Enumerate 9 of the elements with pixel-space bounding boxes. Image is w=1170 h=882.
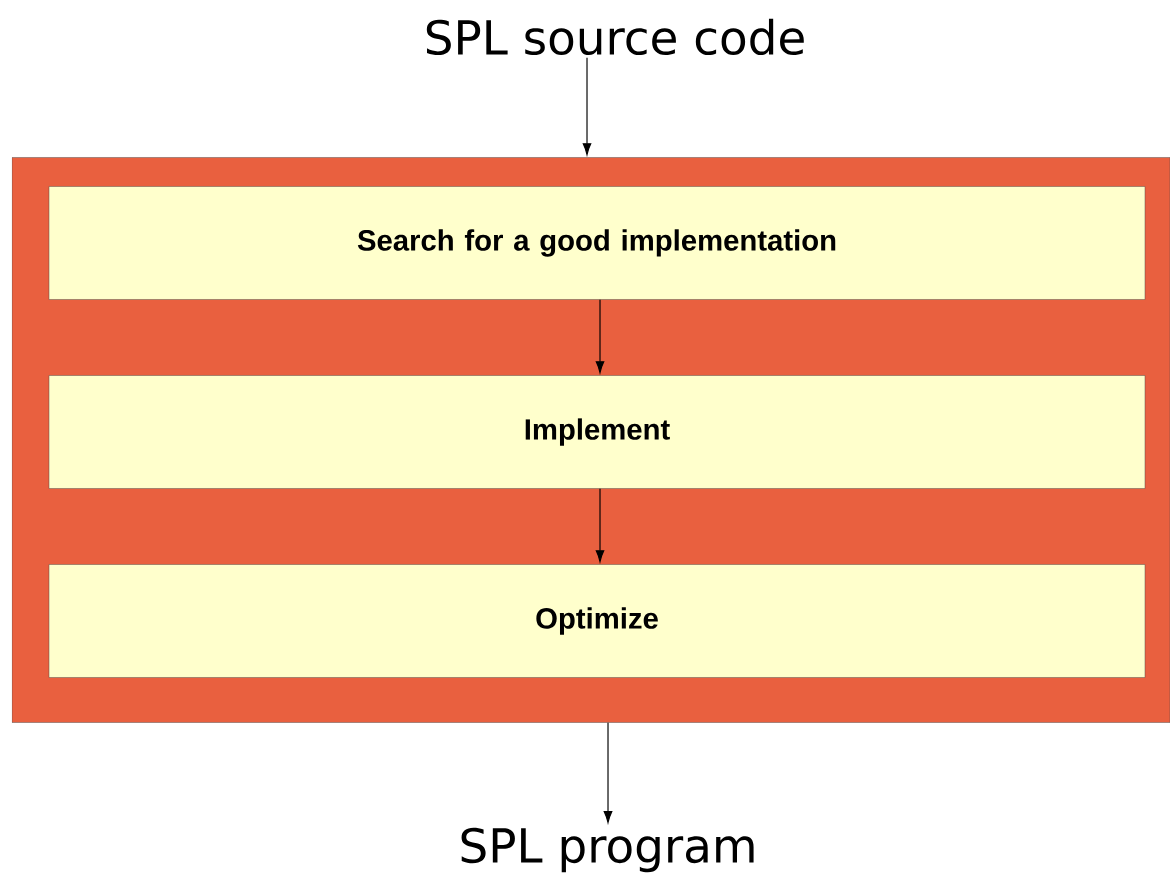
arrow [595, 488, 605, 563]
arrow [582, 57, 592, 156]
process-box: Implement [48, 375, 1146, 489]
output-label: SPL program [461, 827, 754, 873]
arrow [603, 722, 613, 824]
arrow [595, 299, 605, 374]
process-box: Optimize [48, 564, 1146, 678]
process-box: Search for a good implementation [48, 186, 1146, 300]
input-label: SPL source code [426, 18, 804, 56]
